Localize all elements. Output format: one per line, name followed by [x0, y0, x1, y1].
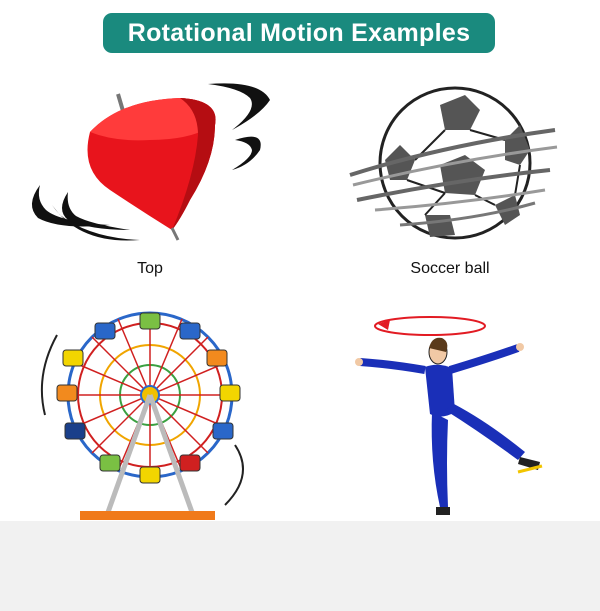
top-caption: Top	[137, 260, 163, 277]
skater-example	[350, 312, 565, 522]
soccer-ball-icon	[349, 86, 558, 240]
figure-skater-icon	[355, 316, 543, 515]
spinning-top-icon	[31, 83, 270, 241]
ferris-wheel-icon	[40, 311, 244, 520]
top-example	[20, 80, 280, 250]
soccer-ball-caption: Soccer ball	[410, 260, 490, 277]
page-title: Rotational Motion Examples	[103, 13, 495, 53]
footer-band	[0, 521, 600, 611]
ferris-wheel-example	[35, 305, 275, 520]
soccer-ball-example	[345, 85, 560, 245]
